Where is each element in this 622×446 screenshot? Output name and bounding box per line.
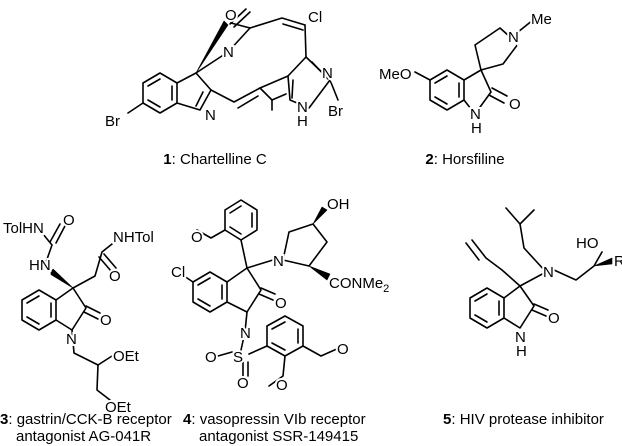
ethoxy-group-2: OEt <box>105 399 132 416</box>
compound-name: Horsfiline <box>442 151 505 168</box>
hydroxyl-wedge <box>312 206 328 225</box>
urea-oxygen: O <box>63 212 75 229</box>
pyrrolidine-nitrogen: N <box>273 253 284 270</box>
caption-compound-1: 1: Chartelline C <box>163 151 267 168</box>
compound-name-line-1: gastrin/CCK-B receptor <box>16 411 172 428</box>
methoxy-oxygen: O <box>191 229 203 246</box>
ethoxy-group-1: OEt <box>113 348 140 365</box>
r-group: R <box>614 253 622 270</box>
carbonyl-oxygen: O <box>509 96 521 113</box>
sulfonyl-oxygen-2: O <box>237 375 249 392</box>
structure-ag-041r: TolHN O HN NHTol O O N OEt OEt <box>1 210 156 418</box>
compound-name-line-2: antagonist AG-041R <box>16 428 152 445</box>
caption-compound-3: 3: gastrin/CCK-B receptor antagonist AG-… <box>0 411 172 445</box>
stereo-wedge <box>49 268 74 289</box>
sulfonyl-oxygen-1: O <box>205 349 217 366</box>
oxindole-oxygen: O <box>548 310 560 327</box>
tolhn-group: TolHN <box>3 220 44 237</box>
structure-horsfiline: N Me MeO O N H <box>377 9 554 139</box>
imidazole-nitrogen: N <box>322 65 333 82</box>
bromine-atom-left: Br <box>105 113 120 130</box>
caption-compound-2: 2: Horsfiline <box>425 151 505 168</box>
carbonyl-oxygen: O <box>225 7 237 24</box>
compound-number: 4 <box>183 411 192 428</box>
pyrrolidine-nitrogen: N <box>508 29 519 46</box>
compound-number: 5 <box>443 411 452 428</box>
amide-hydrogen: H <box>471 120 482 137</box>
oxindole-nitrogen: N <box>515 329 526 346</box>
methoxy-group: MeO <box>379 66 412 83</box>
amine-nitrogen: N <box>543 264 554 281</box>
indolenine-nitrogen: N <box>205 107 216 124</box>
chlorine-atom: Cl <box>171 264 185 281</box>
compound-name-line-1: vasopressin VIb receptor <box>199 411 366 428</box>
compound-name-line-2: antagonist SSR-149415 <box>199 428 359 445</box>
structure-chartelline-c: O Cl N N Br N H N Br <box>103 5 345 132</box>
structure-hiv-protease-inhibitor: HO R N O N H <box>465 207 622 362</box>
compound-number: 2 <box>425 151 434 168</box>
stereo-wedge <box>195 20 229 74</box>
compound-name: Chartelline C <box>179 151 267 168</box>
compound-number: 3 <box>0 411 9 428</box>
oxindole-hydrogen: H <box>516 343 527 360</box>
aryl-methoxy-oxygen-2: O <box>276 377 288 394</box>
amide-oxygen: O <box>109 268 121 285</box>
pyrrolidine-ring <box>282 223 328 267</box>
stereo-wedge <box>593 257 613 267</box>
oxindole-oxygen: O <box>100 312 112 329</box>
oxindole-nitrogen: N <box>66 331 77 348</box>
compound-name: HIV protease inhibitor <box>459 411 604 428</box>
compound-number: 1 <box>163 151 172 168</box>
caption-compound-5: 5: HIV protease inhibitor <box>443 411 604 428</box>
nhtol-group: NHTol <box>113 229 154 246</box>
structure-ssr-149415: OH O Cl N CONMe2 O N S O O O O <box>169 194 391 396</box>
amide-wedge <box>308 265 331 281</box>
chlorine-atom: Cl <box>308 9 322 26</box>
imidazole-nh-h: H <box>297 113 308 130</box>
oxindole-oxygen: O <box>275 295 287 312</box>
urea-nh: HN <box>29 257 51 274</box>
bromine-atom-right: Br <box>328 103 343 120</box>
oxindole-nitrogen: N <box>240 325 251 342</box>
sulfur-atom: S <box>233 349 243 366</box>
imidazole-nh-n: N <box>297 99 308 116</box>
hydroxyl-group: HO <box>576 235 599 252</box>
dimethylamide-group: CONMe2 <box>329 275 389 295</box>
hydroxyl-group: OH <box>327 196 350 213</box>
caption-compound-4: 4: vasopressin VIb receptor antagonist S… <box>183 411 366 445</box>
lactam-nitrogen: N <box>223 44 234 61</box>
n-methyl-group: Me <box>531 11 552 28</box>
aryl-methoxy-oxygen-1: O <box>337 341 349 358</box>
amide-nitrogen: N <box>470 106 481 123</box>
